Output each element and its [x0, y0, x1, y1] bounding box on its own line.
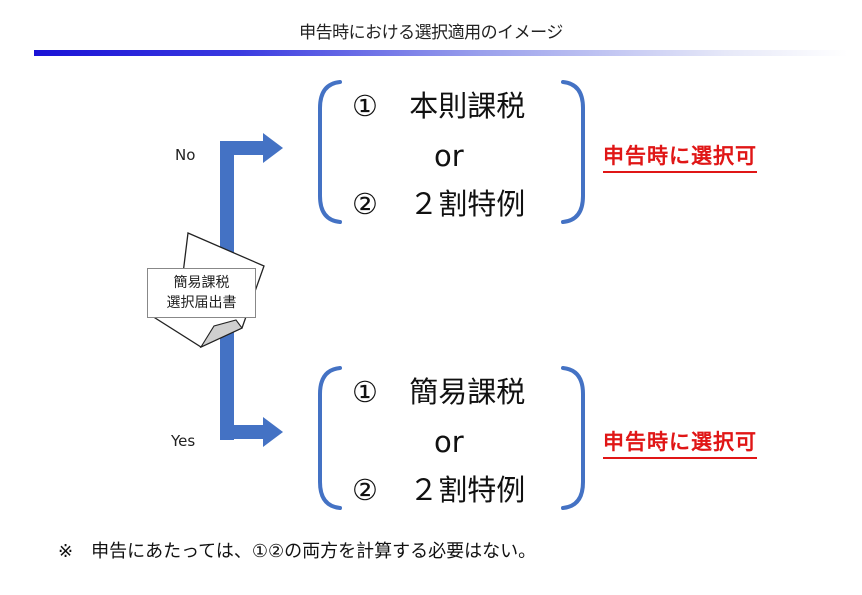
yes-branch-shaft	[220, 425, 264, 439]
choice-marker-2: ②	[352, 187, 378, 221]
no-branch-label: No	[175, 146, 196, 164]
choice-marker-1: ①	[352, 375, 378, 409]
choice-marker-2: ②	[352, 473, 378, 507]
or-label: or	[434, 139, 464, 173]
left-bracket-icon	[318, 80, 342, 224]
choice-text-1: 本則課税	[409, 89, 526, 123]
choice-marker-1: ①	[352, 89, 378, 123]
choice-text-2: ２割特例	[409, 473, 526, 507]
document-label-line1: 簡易課税	[173, 275, 230, 291]
option-choice-1: ① 簡易課税	[352, 378, 525, 407]
right-bracket-icon	[561, 80, 585, 224]
or-label: or	[434, 425, 464, 459]
document-label-line2: 選択届出書	[166, 295, 237, 311]
yes-arrow-head-icon	[263, 417, 283, 447]
option-choice-1: ① 本則課税	[352, 92, 525, 121]
selectable-at-filing-label: 申告時に選択可	[603, 426, 757, 459]
option-choice-2: ② ２割特例	[352, 476, 525, 505]
left-bracket-icon	[318, 366, 342, 510]
option-bracket-yes	[318, 366, 585, 510]
yes-branch-label: Yes	[171, 432, 196, 450]
choice-text-1: 簡易課税	[409, 375, 526, 409]
option-bracket-no	[318, 80, 585, 224]
footnote: ※ 申告にあたっては、①②の両方を計算する必要はない。	[58, 541, 537, 562]
selectable-at-filing-label: 申告時に選択可	[603, 140, 757, 173]
page-title: 申告時における選択適用のイメージ	[299, 23, 563, 43]
option-choice-2: ② ２割特例	[352, 190, 525, 219]
no-arrow-head-icon	[263, 133, 283, 163]
right-bracket-icon	[561, 366, 585, 510]
title-underline-bar	[34, 50, 848, 56]
choice-text-2: ２割特例	[409, 187, 526, 221]
no-branch-shaft	[220, 141, 264, 155]
simplified-tax-election-form-label: 簡易課税 選択届出書	[147, 268, 256, 318]
